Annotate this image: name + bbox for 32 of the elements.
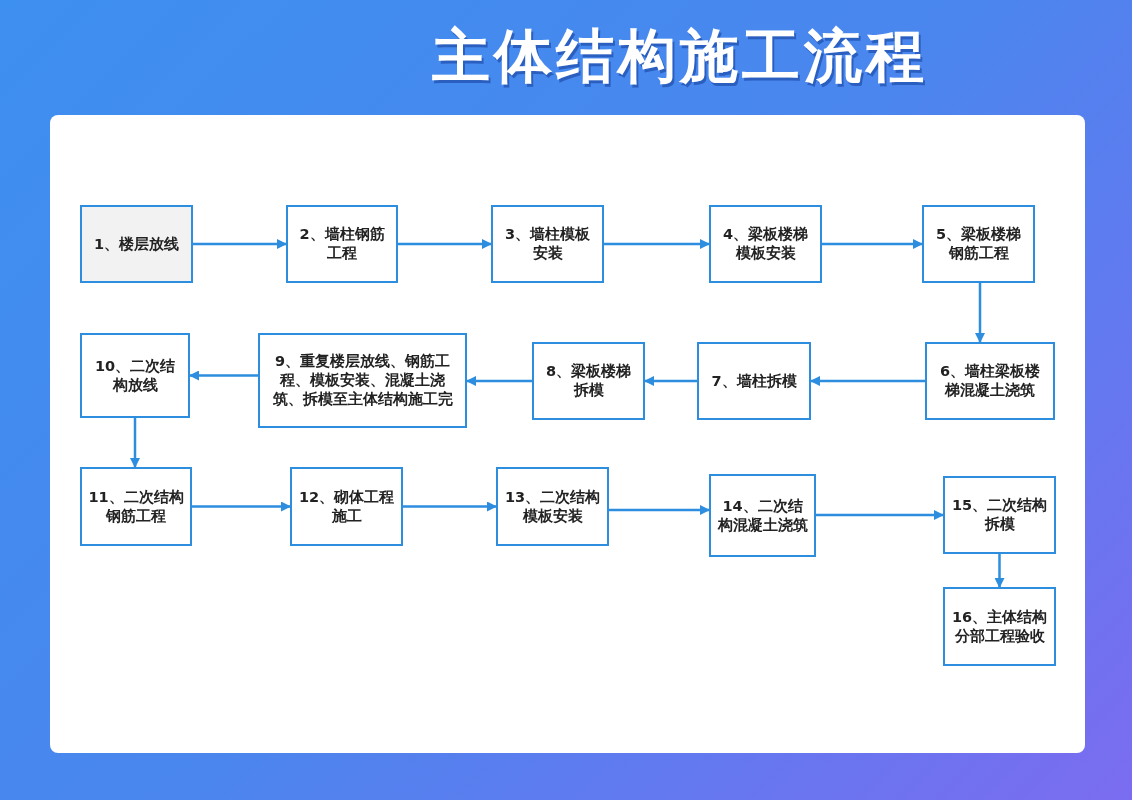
arrow <box>604 239 710 249</box>
process-box: 14、二次结构混凝土浇筑 <box>709 474 816 557</box>
process-box: 5、梁板楼梯钢筋工程 <box>922 205 1035 283</box>
process-box: 1、楼层放线 <box>80 205 193 283</box>
process-box: 16、主体结构分部工程验收 <box>943 587 1056 666</box>
arrow <box>193 239 287 249</box>
process-box: 7、墙柱拆模 <box>697 342 811 420</box>
arrow <box>994 554 1005 588</box>
arrow <box>189 370 258 381</box>
arrow <box>130 418 140 468</box>
process-box: 4、梁板楼梯模板安装 <box>709 205 822 283</box>
arrow <box>816 510 944 520</box>
process-box: 15、二次结构拆模 <box>943 476 1056 554</box>
process-box: 3、墙柱模板安装 <box>491 205 604 283</box>
arrow <box>192 501 291 512</box>
arrow <box>466 376 532 386</box>
process-box: 12、砌体工程施工 <box>290 467 403 546</box>
arrow <box>609 505 710 515</box>
process-box: 8、梁板楼梯拆模 <box>532 342 645 420</box>
arrow <box>810 376 925 386</box>
arrow <box>398 239 492 249</box>
arrow <box>975 283 985 343</box>
arrow <box>644 376 697 386</box>
process-box: 10、二次结构放线 <box>80 333 190 418</box>
process-box: 9、重复楼层放线、钢筋工程、模板安装、混凝土浇筑、拆模至主体结构施工完 <box>258 333 467 428</box>
title: 主体结构施工流程 <box>431 21 929 92</box>
process-box: 6、墙柱梁板楼梯混凝土浇筑 <box>925 342 1055 420</box>
arrow <box>822 239 923 249</box>
arrow <box>403 501 497 512</box>
process-box: 13、二次结构模板安装 <box>496 467 609 546</box>
process-box: 2、墙柱钢筋工程 <box>286 205 398 283</box>
process-box: 11、二次结构钢筋工程 <box>80 467 192 546</box>
